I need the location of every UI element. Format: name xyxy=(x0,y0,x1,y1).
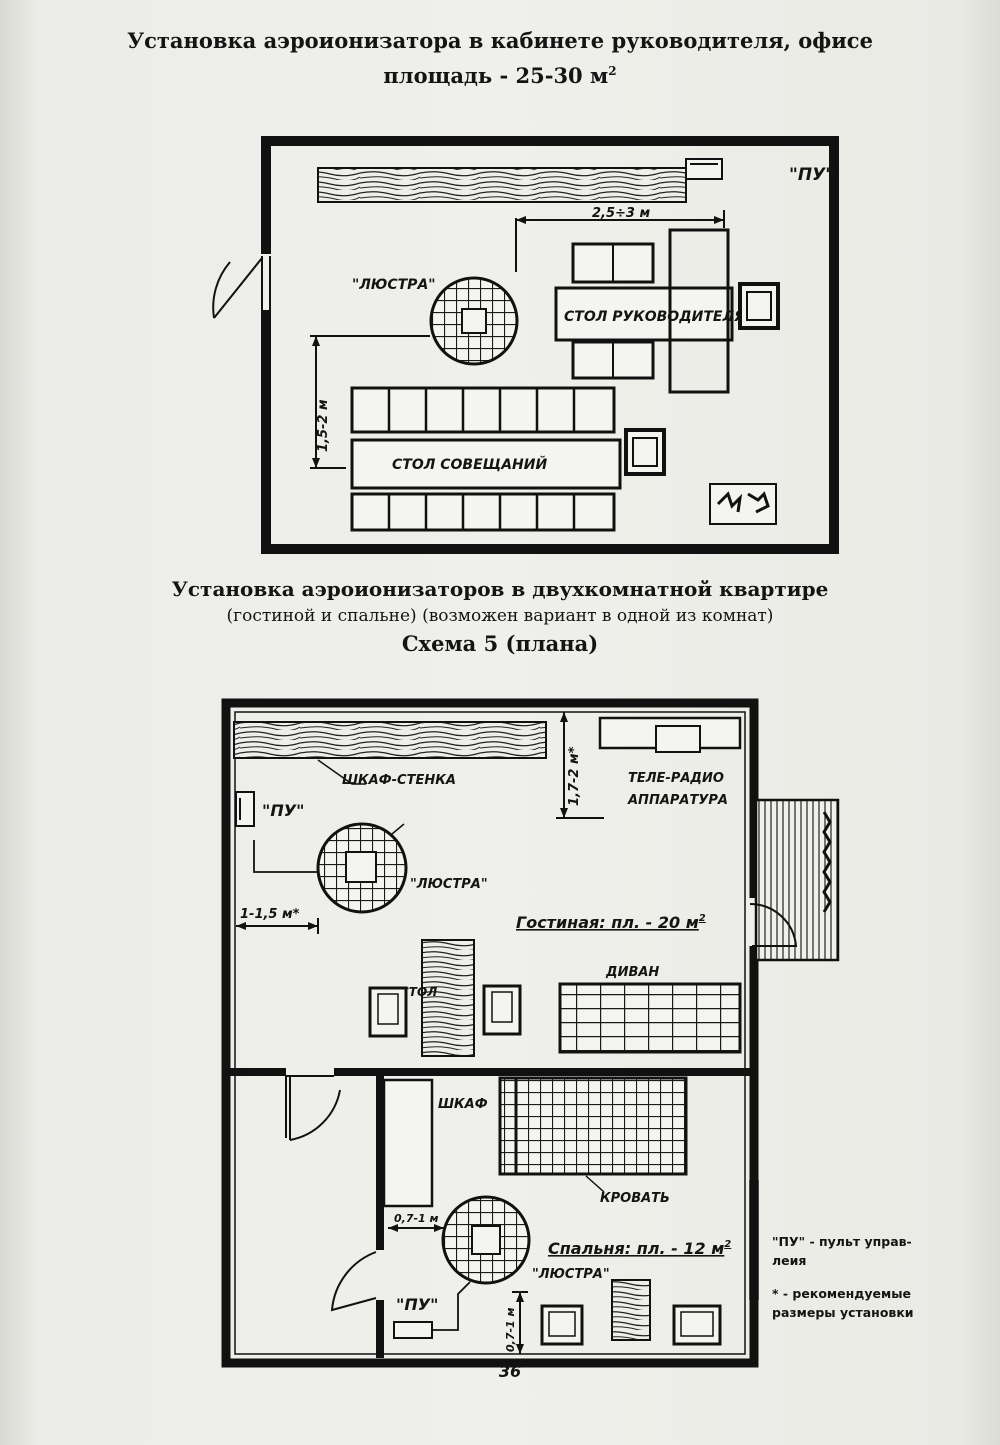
meeting-table xyxy=(350,438,622,490)
sofa-label: ДИВАН xyxy=(605,965,659,980)
bedroom-area-sup: 2 xyxy=(724,1239,731,1250)
meeting-table-label: СТОЛ СОВЕЩАНИЙ xyxy=(392,456,547,473)
living-area-sup: 2 xyxy=(699,913,706,924)
office-chandelier-label: "ЛЮСТРА" xyxy=(352,277,436,293)
balcony xyxy=(754,798,840,962)
legend-line4: размеры установки xyxy=(772,1305,914,1320)
balcony-plants xyxy=(822,811,832,913)
office-armchair xyxy=(738,282,780,330)
legend-asterisk: * - рекомендуемые размеры установки xyxy=(772,1284,972,1322)
bedroom-area-text: Спальня: пл. - 12 м xyxy=(548,1239,724,1258)
apartment-dim-right-label: 1,7-2 м* xyxy=(567,746,582,806)
living-chandelier-label: "ЛЮСТРА" xyxy=(410,877,488,892)
head-desk-label: СТОЛ РУКОВОДИТЕЛЯ xyxy=(564,309,745,325)
office-dim-top-label: 2,5÷3 м xyxy=(592,206,650,221)
office-plant xyxy=(709,483,777,525)
office-door-icon xyxy=(212,257,263,319)
apartment-dim-left-label: 1-1,5 м* xyxy=(240,907,300,922)
meeting-chairs-bottom xyxy=(350,492,616,532)
plan1-title-line1: Установка аэроионизатора в кабинете руко… xyxy=(127,28,873,53)
office-control-unit xyxy=(685,158,723,180)
office-pu-label: "ПУ" xyxy=(789,165,834,185)
legend-line2: леия xyxy=(772,1253,807,1268)
wardrobe-wall-label: ШКАФ-СТЕНКА xyxy=(342,773,456,788)
chair-right xyxy=(482,984,522,1036)
bedroom-table xyxy=(611,1279,651,1341)
legend: "ПУ" - пульт управ- леия * - рекомендуем… xyxy=(772,1232,972,1336)
office-walls xyxy=(261,136,839,554)
office-dim-left-label: 1,5-2 м xyxy=(316,399,331,452)
plan2-title-line2: (гостиной и спальне) (возможен вариант в… xyxy=(226,606,774,626)
sofa xyxy=(558,982,742,1054)
plan1-title-line2-text: площадь - 25-30 м xyxy=(383,63,609,88)
office-armchair-2 xyxy=(624,428,666,476)
plan1-title-line2: площадь - 25-30 м2 xyxy=(100,56,900,91)
corridor-door-icon xyxy=(289,1076,341,1141)
bedroom-pu-label: "ПУ" xyxy=(396,1295,438,1314)
bedroom-dim-vertical-label: 0,7-1 м xyxy=(504,1307,517,1352)
head-desk xyxy=(554,286,734,342)
office-plan: "ПУ" 2,5÷3 м "ЛЮСТРА" 1,5-2 м СТОЛ РУКОВ… xyxy=(212,136,839,554)
office-door-frame xyxy=(261,256,271,310)
plan1-title: Установка аэроионизатора в кабинете руко… xyxy=(100,26,900,91)
bed xyxy=(498,1076,688,1176)
chair-left xyxy=(368,986,408,1038)
bed-label: КРОВАТЬ xyxy=(600,1191,670,1206)
plan1-title-sup: 2 xyxy=(608,64,617,78)
balcony-door-icon xyxy=(749,902,798,947)
bedroom-door-icon xyxy=(330,1251,377,1312)
bedroom-wardrobe-label: ШКАФ xyxy=(438,1097,488,1112)
living-area-text: Гостиная: пл. - 20 м xyxy=(516,913,699,932)
living-table xyxy=(421,939,475,1057)
tv-label-2: АППАРАТУРА xyxy=(627,793,728,808)
legend-line1: "ПУ" - пульт управ- xyxy=(772,1234,912,1249)
meeting-chairs-top xyxy=(350,386,616,434)
plan2-title-line1: Установка аэроионизаторов в двухкомнатно… xyxy=(171,577,829,601)
bedroom-control-unit xyxy=(393,1321,433,1339)
plan2-title-line3: Схема 5 (плана) xyxy=(401,631,599,656)
bedroom-dim-small-label: 0,7-1 м xyxy=(394,1212,439,1225)
living-pu-label: "ПУ" xyxy=(262,801,304,820)
bedroom-wardrobe xyxy=(382,1078,434,1208)
apartment-walls xyxy=(221,698,759,1368)
wardrobe-wall xyxy=(233,721,547,759)
office-dim-top-line xyxy=(515,210,725,272)
apartment-plan: ШКАФ-СТЕНКА 1,7-2 м* ТЕЛЕ-РАДИО АППАРАТУ… xyxy=(221,698,840,1368)
head-desk-side xyxy=(668,228,730,394)
legend-pu: "ПУ" - пульт управ- леия xyxy=(772,1232,972,1270)
tv-label-1: ТЕЛЕ-РАДИО xyxy=(628,771,724,786)
living-control-unit xyxy=(235,791,255,827)
office-wall-cabinet xyxy=(317,167,687,203)
legend-line3: * - рекомендуемые xyxy=(772,1286,911,1301)
bedroom-area-label: Спальня: пл. - 12 м2 xyxy=(548,1239,731,1258)
plan2-title: Установка аэроионизаторов в двухкомнатно… xyxy=(100,576,900,657)
living-table-label: СТОЛ xyxy=(400,985,437,999)
bedroom-chandelier-label: "ЛЮСТРА" xyxy=(532,1267,610,1282)
living-area-label: Гостиная: пл. - 20 м2 xyxy=(516,913,706,932)
page-number: 36 xyxy=(498,1362,522,1381)
